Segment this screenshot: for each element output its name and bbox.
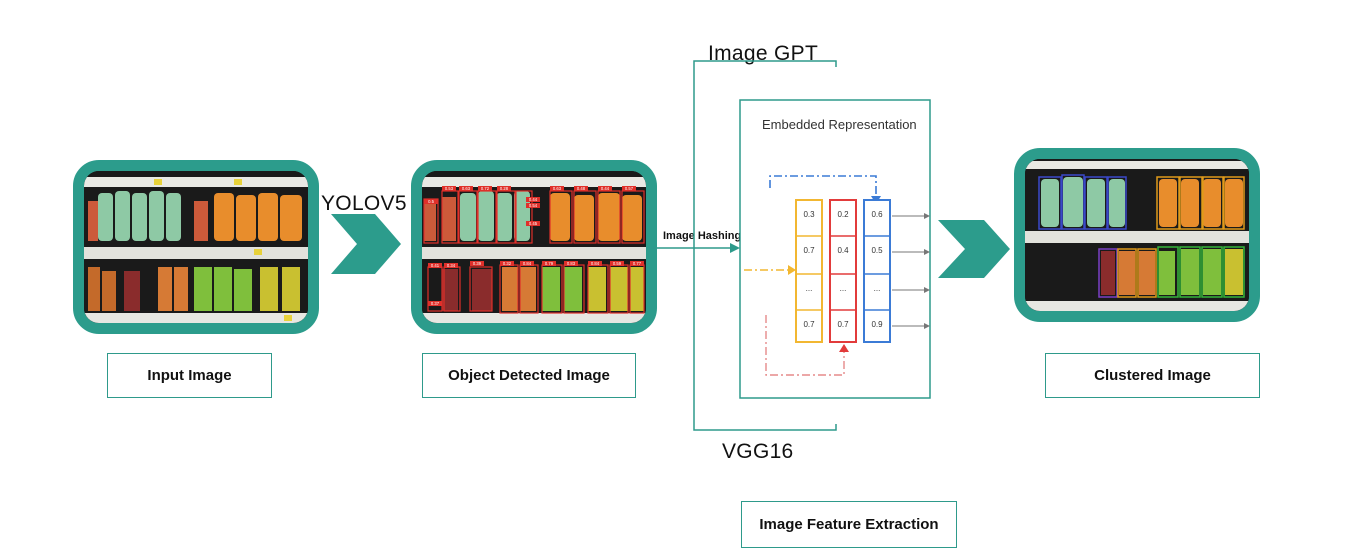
embedding-cell-value: 0.7 — [803, 320, 815, 329]
detection-tag — [526, 221, 540, 226]
cluster-boxes — [1038, 174, 1245, 298]
detection-tag — [542, 261, 556, 266]
detection-score: 0.32 — [503, 261, 512, 266]
embedding-cell-value: 0.2 — [837, 210, 849, 219]
shelf-photo-clustered — [1025, 159, 1249, 311]
detection-score: 0.84 — [591, 261, 600, 266]
detection-tag — [622, 186, 636, 191]
detection-tag — [630, 261, 644, 266]
detection-score: 0.41 — [431, 263, 440, 268]
embedding-column-frame — [863, 199, 891, 343]
embedding-column-frame — [829, 199, 857, 343]
detection-score: 0.54 — [529, 203, 538, 208]
detection-score: 0.37 — [431, 301, 440, 306]
detection-tag — [442, 186, 456, 191]
detection-score: 0.45 — [529, 221, 538, 226]
embedding-column-frame — [795, 199, 823, 343]
shelf-photo-detected: 0.53 0.63 0.72 0.28 0.63 0.48 0.44 0.57 0.5 0.44… — [422, 171, 646, 323]
detection-score: 0.44 — [601, 186, 610, 191]
detection-labels: 0.53 0.63 0.72 0.28 0.63 0.48 0.44 0.57 0.5 0.44… — [424, 186, 644, 306]
input-image-label: Input Image — [107, 353, 272, 398]
embedding-column: 0.3 0.7... 0.7 — [795, 199, 823, 343]
object-detected-label: Object Detected Image — [422, 353, 636, 398]
detection-tag — [500, 261, 514, 266]
detection-tag — [526, 197, 540, 202]
object-detected-thumbnail: 0.53 0.63 0.72 0.28 0.63 0.48 0.44 0.57 0.5 0.44… — [411, 160, 657, 334]
embedding-cell-value: 0.5 — [871, 246, 883, 255]
embedding-cell-value: 0.4 — [837, 246, 849, 255]
detection-score: 0.48 — [577, 186, 586, 191]
input-image-thumbnail — [73, 160, 319, 334]
detection-score: 0.77 — [633, 261, 642, 266]
detection-score: 0.34 — [447, 263, 456, 268]
image-hashing-label: Image Hashing — [663, 230, 742, 242]
detection-score: 0.5 — [428, 199, 434, 204]
embedding-cell-value: 0.9 — [871, 320, 883, 329]
detection-score: 0.72 — [481, 186, 490, 191]
detection-tag — [428, 301, 442, 306]
yolov5-label: YOLOV5 — [321, 192, 407, 215]
embedding-cell-value: 0.6 — [871, 210, 883, 219]
embedding-cell-value: 0.7 — [803, 246, 815, 255]
detection-tag — [550, 186, 564, 191]
detection-score: 0.59 — [613, 261, 622, 266]
embedding-cell-value: ... — [806, 284, 813, 293]
detection-score: 0.44 — [529, 197, 538, 202]
embedding-diagram: 0.3 0.7... 0.7 0.2 0.4... 0.7 0.6 0.5... 0.9 — [744, 175, 930, 376]
detection-score: 0.84 — [523, 261, 532, 266]
embedding-cell-value: 0.3 — [803, 210, 815, 219]
embedding-cell-value: ... — [874, 284, 881, 293]
image-gpt-label: Image GPT — [708, 42, 819, 65]
vgg16-label: VGG16 — [722, 440, 794, 463]
embedding-column: 0.2 0.4... 0.7 — [829, 199, 857, 343]
detection-tag — [428, 263, 442, 268]
detection-score: 0.83 — [567, 261, 576, 266]
detection-tag — [520, 261, 534, 266]
detection-score: 0.39 — [473, 261, 482, 266]
detection-score: 0.53 — [445, 186, 454, 191]
detection-tag — [424, 199, 438, 204]
detection-tag — [610, 261, 624, 266]
embedding-column: 0.6 0.5... 0.9 — [863, 199, 891, 343]
chevron-right-icon — [938, 220, 1010, 278]
clustered-thumbnail — [1014, 148, 1260, 322]
detection-tag — [459, 186, 473, 191]
feature-extraction-label: Image Feature Extraction — [741, 501, 957, 548]
clustered-image-label: Clustered Image — [1045, 353, 1260, 398]
detection-tag — [497, 186, 511, 191]
detection-tag — [478, 186, 492, 191]
detection-score: 0.79 — [545, 261, 554, 266]
detection-tag — [598, 186, 612, 191]
embedding-cell-value: 0.7 — [837, 320, 849, 329]
detection-tag — [564, 261, 578, 266]
detection-tag — [444, 263, 458, 268]
embedded-representation-title: Embedded Representation — [762, 117, 917, 132]
detection-tag — [470, 261, 484, 266]
detection-score: 0.63 — [462, 186, 471, 191]
shelf-photo — [84, 171, 308, 323]
detection-tag — [588, 261, 602, 266]
detection-score: 0.57 — [625, 186, 634, 191]
embedding-cell-value: ... — [840, 284, 847, 293]
detection-tag — [574, 186, 588, 191]
detection-tag — [526, 203, 540, 208]
detection-score: 0.63 — [553, 186, 562, 191]
detection-score: 0.28 — [500, 186, 509, 191]
chevron-right-icon — [331, 214, 401, 274]
